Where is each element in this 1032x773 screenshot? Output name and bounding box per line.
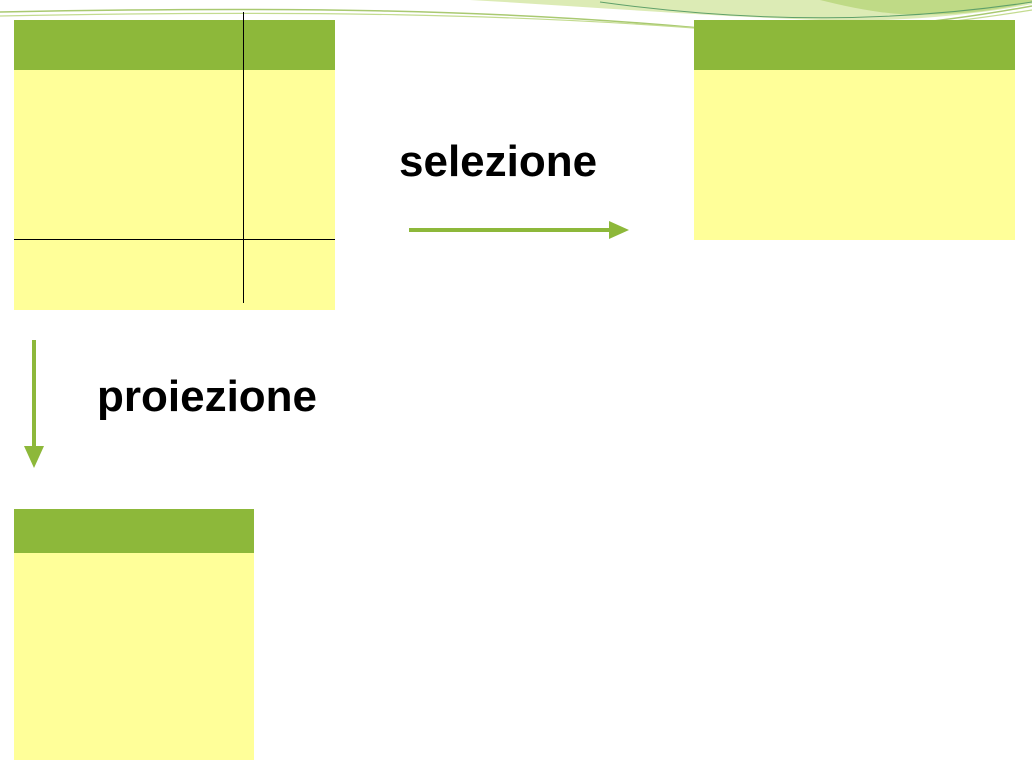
projection-label: proiezione xyxy=(97,372,318,421)
projection-column-divider xyxy=(243,12,244,303)
source-table xyxy=(14,12,335,310)
selection-result-header xyxy=(694,20,1015,70)
projection-result-table xyxy=(14,509,254,760)
arrow-right-icon xyxy=(409,221,629,239)
arrow-down-icon xyxy=(24,340,44,468)
selection-label: selezione xyxy=(399,137,598,186)
source-table-header xyxy=(14,20,335,70)
selection-row-divider xyxy=(14,239,335,240)
projection-result-header xyxy=(14,509,254,553)
selection-result-table xyxy=(694,20,1015,240)
